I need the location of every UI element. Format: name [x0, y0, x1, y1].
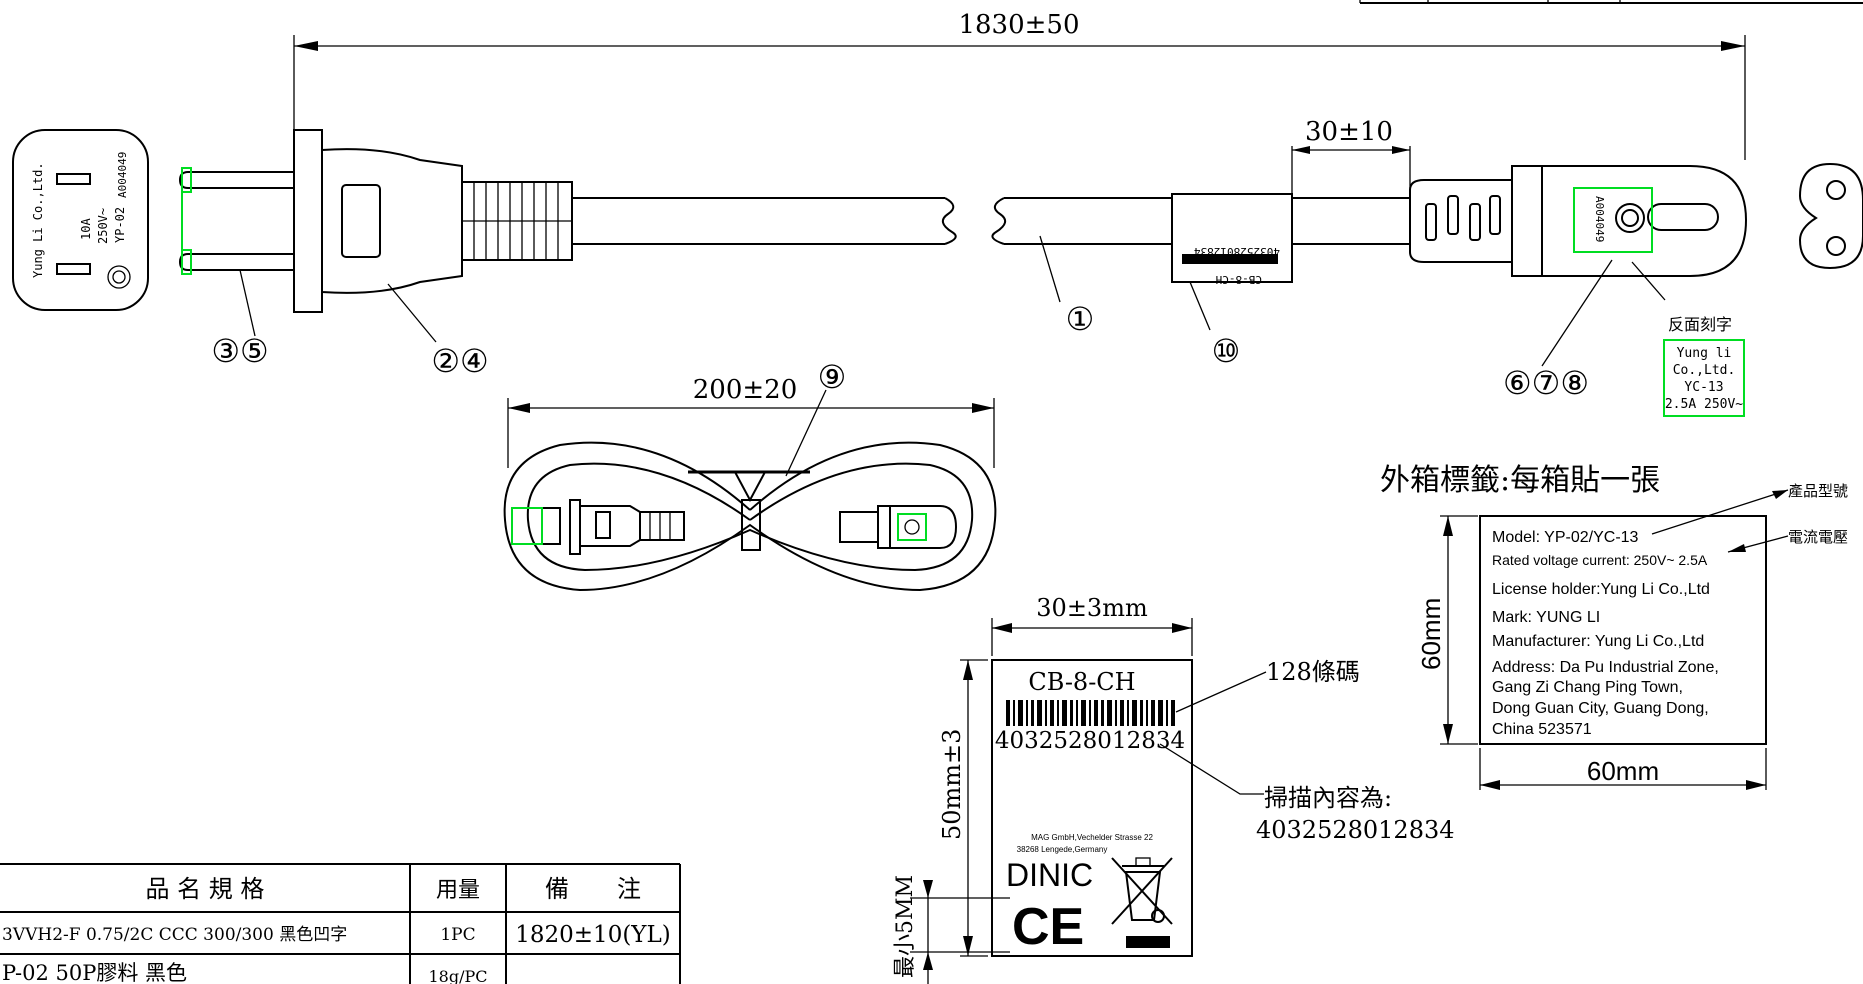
end-gap-dimension: 30±10 [1291, 117, 1411, 194]
label-company: MAG GmbH,Vechelder Strasse 22 [1031, 833, 1153, 842]
connector-side-view: A004049 [1409, 165, 1748, 277]
callout-1: ① [1039, 235, 1095, 338]
plug-face-view: Yung Li Co.,Ltd. 10A 250V~ YP-02 A004049 [12, 129, 149, 311]
label-barcode [1006, 700, 1175, 726]
coil-length-label: 200±20 [693, 375, 798, 405]
min-margin-text: 最小5MM [893, 875, 918, 978]
bom-row1-note: 1820±10(YL) [515, 922, 670, 948]
barcode-note: 128條碼 [1266, 658, 1360, 686]
callout-3-5-label: ③⑤ [211, 332, 268, 370]
callout-6-7-8: ⑥⑦⑧ [1503, 259, 1666, 402]
box-label-title: 外箱標籤:每箱貼一張 [1380, 463, 1660, 498]
label-number: 4032528012834 [995, 728, 1185, 754]
box-line-7: Gang Zi Chang Ping Town, [1492, 679, 1683, 696]
cable-flag-code: CB-8-CH [1216, 273, 1262, 286]
coiled-cable-view [503, 441, 997, 592]
back-text-line-1: Yung li [1677, 346, 1732, 361]
callout-2-4: ②④ [387, 283, 489, 380]
plug-voltage-text: 250V~ [96, 208, 110, 244]
plug-side-view [178, 129, 957, 313]
callout-2-4-label: ②④ [431, 342, 488, 380]
plug-rating-text: 10A [79, 218, 93, 240]
box-line-2: Rated voltage current: 250V~ 2.5A [1492, 552, 1708, 568]
cable-flag-barcode [1182, 254, 1278, 264]
callout-9-label: ⑨ [818, 358, 847, 396]
bom-row2-qty: 18g/PC [429, 967, 488, 984]
callout-10-label: ⑩ [1212, 332, 1241, 370]
back-text-line-4: 2.5A 250V~ [1665, 397, 1743, 412]
box-line-5: Manufacturer: Yung Li Co.,Ltd [1492, 633, 1704, 650]
scan-value: 4032528012834 [1256, 816, 1455, 844]
connector-back-note: 反面刻字 Yung li Co.,Ltd. YC-13 2.5A 250V~ [1663, 315, 1745, 417]
box-note-model: 產品型號 [1788, 482, 1848, 500]
bom-row1-spec: 3VVH2-F 0.75/2C CCC 300/300 黑色凹字 [2, 925, 347, 945]
end-gap-label: 30±10 [1305, 117, 1393, 147]
overall-length-dimension: 1830±50 [293, 10, 1746, 160]
box-note-voltage: 電流電壓 [1788, 528, 1848, 546]
box-width-label: 60mm [1587, 756, 1659, 786]
callout-6-7-8-label: ⑥⑦⑧ [1503, 364, 1589, 402]
box-height-label: 60mm [1416, 598, 1446, 670]
box-line-8: Dong Guan City, Guang Dong, [1492, 700, 1709, 717]
callout-1-label: ① [1066, 300, 1095, 338]
label-code: CB-8-CH [1028, 668, 1135, 696]
overall-length-label: 1830±50 [958, 10, 1079, 40]
connector-face-view [1798, 163, 1863, 270]
title-block-fragment [1359, 0, 1863, 4]
label-address: 38268 Lengede,Germany [1017, 845, 1108, 854]
label-brand: DINIC [1006, 857, 1093, 893]
box-line-3: License holder:Yung Li Co.,Ltd [1492, 581, 1710, 598]
box-line-6: Address: Da Pu Industrial Zone, [1492, 659, 1719, 676]
back-text-line-2: Co.,Ltd. [1673, 363, 1736, 378]
weee-bin-icon [1111, 857, 1173, 948]
callout-3-5: ③⑤ [211, 269, 269, 370]
bom-header-spec: 品 名 規 格 [146, 875, 265, 903]
box-line-4: Mark: YUNG LI [1492, 609, 1600, 626]
scan-note: 掃描內容為: [1264, 784, 1392, 812]
bom-table: 品 名 規 格 用量 備 注 3VVH2-F 0.75/2C CCC 300/3… [0, 863, 681, 984]
back-note-title: 反面刻字 [1668, 315, 1732, 334]
plug-maker-text: Yung Li Co.,Ltd. [31, 162, 45, 278]
box-line-9: China 523571 [1492, 721, 1592, 738]
plug-model-text: YP-02 [113, 207, 127, 243]
outer-box-label-section: 外箱標籤:每箱貼一張 產品型號 電流電壓 Model: YP-02/YC-13 … [1380, 463, 1848, 790]
bom-header-qty: 用量 [436, 878, 480, 903]
bom-row2-spec: P-02 50P膠料 黑色 [2, 961, 187, 984]
bom-row1-qty: 1PC [440, 925, 475, 945]
label-width-text: 30±3mm [1036, 594, 1148, 622]
label-height-text: 50mm±3 [938, 729, 966, 840]
ccc-mark-icon [107, 265, 131, 289]
label-ce-mark: CE [1012, 898, 1084, 956]
coil-length-dimension: 200±20 ⑨ [507, 358, 995, 477]
plug-cert-text: A004049 [116, 152, 129, 198]
cable-label-detail: 30±3mm 50mm±3 最小5MM CB-8-CH [893, 594, 1455, 984]
bom-header-note: 備 注 [545, 875, 641, 903]
cable-flag-number: 4032528012834 [1194, 245, 1280, 258]
back-text-line-3: YC-13 [1684, 380, 1723, 395]
callout-10: ⑩ [1189, 281, 1241, 370]
connector-ccc-icon [1615, 203, 1645, 233]
cable-right-segment: 4032528012834 CB-8-CH [991, 193, 1410, 286]
connector-cert-text: A004049 [1593, 196, 1606, 242]
box-line-1: Model: YP-02/YC-13 [1492, 529, 1639, 546]
